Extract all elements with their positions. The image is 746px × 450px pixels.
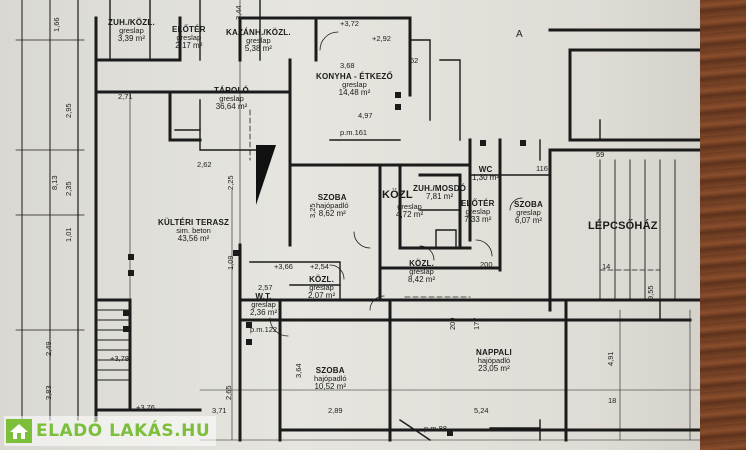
dimension-label: 3,68 (340, 61, 355, 70)
dimension-label: 4,91 (606, 351, 615, 366)
dimension-label: +3,76 (136, 403, 155, 412)
dimension-label: 18 (608, 396, 617, 405)
dimension-label: 3,71 (212, 406, 227, 415)
dimension-label: 1,66 (52, 17, 61, 32)
dimension-label: 8,13 (50, 175, 59, 190)
dimension-label: 1,01 (64, 227, 73, 242)
dimension-label: 3,25 (308, 203, 317, 218)
dimension-label: +3,72 (340, 19, 359, 28)
room-lepcsohaz: LÉPCSŐHÁZ (588, 220, 658, 232)
dimension-label: +2,92 (372, 34, 391, 43)
dimension-label: 14 (602, 262, 611, 271)
dimension-label: 2,57 (258, 283, 273, 292)
dimension-label: 3,64 (294, 363, 303, 378)
dimension-label: 5,24 (474, 406, 489, 415)
dimension-label: 2,49 (44, 341, 53, 356)
dimension-label: +3,66 (274, 262, 293, 271)
logo-text: ELADÓ LAKÁS.HU (36, 421, 211, 441)
dimension-label: 200 (480, 260, 493, 269)
dimension-label: 1,09 (226, 255, 235, 270)
dimension-label: 2,62 (197, 160, 212, 169)
dimension-label: 2,89 (328, 406, 343, 415)
dimension-label: +2,54 (310, 262, 329, 271)
dimension-label: 2,71 (118, 92, 133, 101)
dimension-label: 2,95 (64, 103, 73, 118)
dimension-label: 4,97 (358, 111, 373, 120)
dimension-label: p.m.122 (250, 325, 278, 334)
dimension-label: 209 (448, 317, 457, 330)
dimension-label: 9,55 (646, 285, 655, 300)
dimension-label: 2,35 (64, 181, 73, 196)
wooden-table-edge (700, 0, 746, 450)
dimension-label: 59 (596, 150, 605, 159)
dimension-label: p.m.88 (424, 424, 447, 433)
site-logo-watermark: ELADÓ LAKÁS.HU (4, 416, 217, 446)
dimension-label: 3,44 (234, 5, 243, 20)
dimension-label: 2,65 (224, 385, 233, 400)
dimension-label: 3,83 (44, 385, 53, 400)
floor-plan-drawing (15, 0, 700, 442)
house-icon (6, 419, 32, 443)
dimension-label: p.m.161 (340, 128, 368, 137)
section-marker: A (516, 29, 523, 40)
dimension-label: +3,78 (110, 354, 129, 363)
dimension-label: 2,25 (226, 175, 235, 190)
big-kozl-label: KÖZL (382, 189, 413, 201)
dimension-label: 62 (410, 56, 419, 65)
dimension-label: 177 (472, 317, 481, 330)
dimension-label: 116 (536, 164, 548, 173)
